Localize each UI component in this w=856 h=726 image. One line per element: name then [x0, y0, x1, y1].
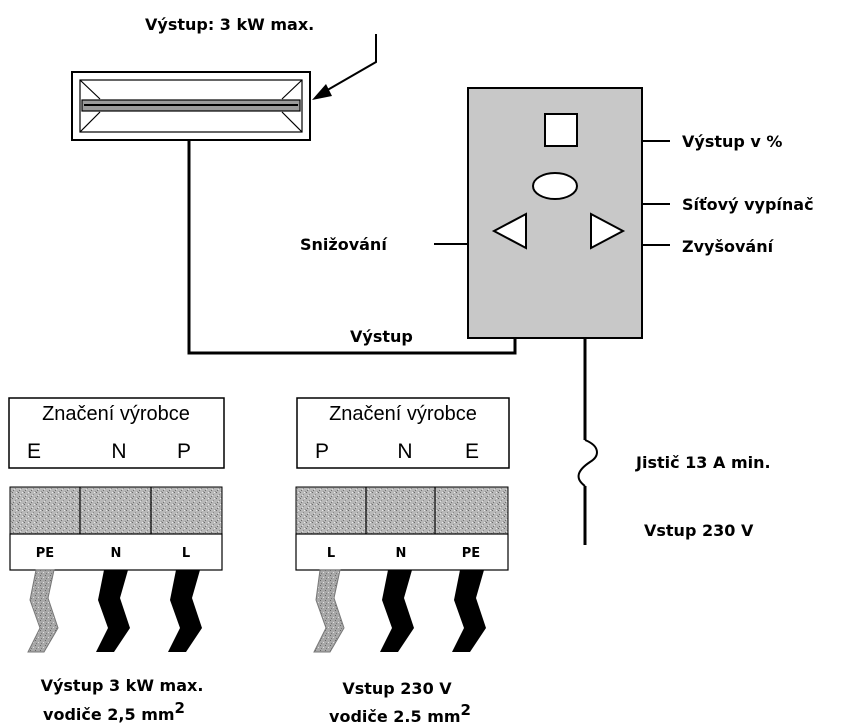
- heater-element: [71, 71, 311, 141]
- output-wire-pe: [27, 569, 59, 653]
- decrease-label: Snižování: [300, 235, 388, 254]
- input-letter: E: [465, 440, 479, 463]
- input-terminal-label: PE: [462, 546, 480, 561]
- input-cable: [577, 338, 598, 545]
- output-letter: E: [27, 440, 41, 463]
- decrease-button[interactable]: [491, 212, 527, 250]
- input-wire-l: [313, 569, 345, 653]
- output-terminal-label: L: [182, 546, 190, 561]
- output-terminal-label: PE: [36, 546, 54, 561]
- output-caption-line1: Výstup 3 kW max.: [41, 676, 204, 695]
- increase-button[interactable]: [590, 212, 626, 250]
- output-wire-l: [168, 570, 202, 652]
- output-display[interactable]: [544, 113, 578, 147]
- power-switch-button[interactable]: [532, 172, 578, 200]
- input-letter: N: [397, 440, 412, 463]
- output-caption-line2: vodiče 2,5 mm2: [43, 699, 185, 724]
- input-caption-line1: Vstup 230 V: [342, 679, 452, 698]
- output-manufacturer-header: Značení výrobce: [42, 403, 190, 425]
- output-wire-n: [96, 570, 130, 652]
- input-wire-n: [380, 570, 414, 652]
- input-wire-pe: [452, 570, 486, 652]
- heater-pointer-arrow: [312, 34, 377, 100]
- output-percent-label: Výstup v %: [682, 132, 782, 151]
- output-label: Výstup: [350, 327, 413, 346]
- output-terminal-label: N: [111, 546, 122, 561]
- input-letter: P: [315, 440, 329, 463]
- output-letter: P: [177, 440, 191, 463]
- output-terminal-block: Značení výrobce E N P PE N L Výstup 3 kW…: [8, 397, 225, 724]
- increase-label: Zvyšování: [682, 237, 775, 256]
- input-terminal-block: Značení výrobce P N E L N PE Vstup 230 V…: [295, 397, 510, 726]
- output-letter: N: [111, 440, 126, 463]
- input-terminal-label: N: [396, 546, 407, 561]
- output-cable: [187, 140, 517, 355]
- input-manufacturer-header: Značení výrobce: [329, 403, 477, 425]
- input-caption-line2: vodiče 2.5 mm2: [329, 701, 471, 726]
- power-switch-label: Síťový vypínač: [682, 195, 814, 214]
- heater-label: Výstup: 3 kW max.: [145, 15, 314, 34]
- input-terminal-label: L: [327, 546, 335, 561]
- input-label: Vstup 230 V: [644, 521, 754, 540]
- breaker-label: Jistič 13 A min.: [635, 453, 771, 472]
